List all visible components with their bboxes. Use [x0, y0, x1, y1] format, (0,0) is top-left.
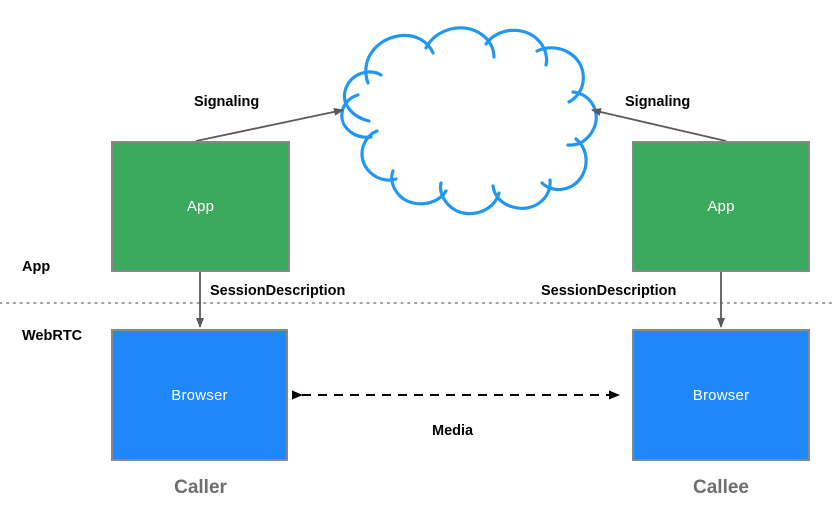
role-label-callee: Callee	[693, 477, 749, 498]
edge-label-signaling-right: Signaling	[625, 94, 691, 110]
layer-label-webrtc: WebRTC	[22, 328, 83, 344]
node-browser-callee[interactable]: Browser	[632, 329, 810, 461]
node-browser-caller-label: Browser	[171, 386, 228, 404]
node-browser-callee-label: Browser	[692, 386, 750, 404]
node-browser-caller[interactable]: Browser	[111, 329, 288, 461]
signaling-cloud-icon	[340, 26, 598, 216]
node-app-caller[interactable]: App	[111, 141, 290, 272]
signaling-arrow-left	[195, 107, 344, 142]
node-app-caller-label: App	[186, 198, 215, 215]
layer-label-app: App	[22, 259, 51, 275]
node-app-callee[interactable]: App	[632, 141, 810, 272]
edge-label-session-description-right: SessionDescription	[541, 283, 677, 299]
edge-label-signaling-left: Signaling	[194, 94, 260, 110]
node-app-callee-label: App	[707, 198, 735, 215]
signaling-arrow-right	[591, 108, 727, 142]
role-label-caller: Caller	[174, 477, 227, 498]
edge-label-media: Media	[432, 423, 474, 439]
edge-label-session-description-left: SessionDescription	[210, 283, 346, 299]
